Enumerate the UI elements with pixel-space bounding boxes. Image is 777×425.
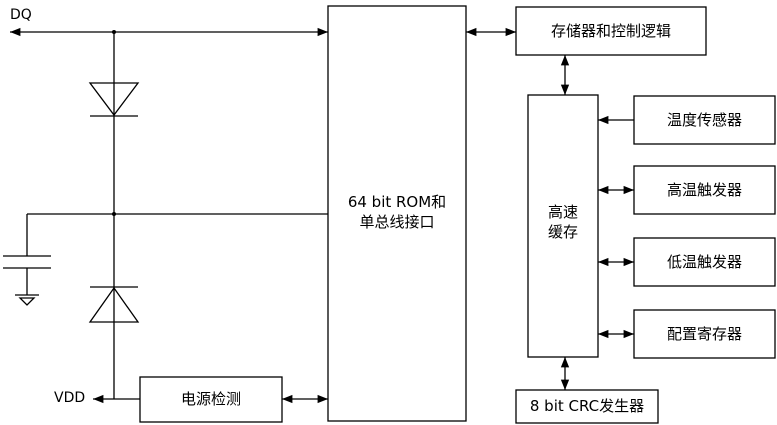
low-trigger-label: 低温触发器 xyxy=(666,252,742,271)
junction-dot-mid xyxy=(112,212,116,216)
high-trigger-label: 高温触发器 xyxy=(666,180,742,199)
rom-label: 64 bit ROM和 单总线接口 xyxy=(347,192,447,231)
upper-diode xyxy=(88,82,140,117)
ground-symbol xyxy=(18,297,36,306)
vdd-pin-label: VDD xyxy=(54,390,86,406)
power-detect-label: 电源检测 xyxy=(180,390,241,409)
memory-control-label: 存储器和控制逻辑 xyxy=(550,21,671,40)
config-register-label: 配置寄存器 xyxy=(666,324,742,343)
memory-control-block xyxy=(515,6,707,56)
crc-generator-label: 8 bit CRC发生器 xyxy=(529,397,645,416)
temp-sensor-label: 温度传感器 xyxy=(666,110,742,129)
dq-pin-label: DQ xyxy=(10,7,32,23)
lower-diode xyxy=(88,286,140,323)
junction-dot-top xyxy=(112,30,116,34)
crc-generator-block xyxy=(515,389,659,424)
scratchpad-label: 高速 缓存 xyxy=(547,202,578,241)
